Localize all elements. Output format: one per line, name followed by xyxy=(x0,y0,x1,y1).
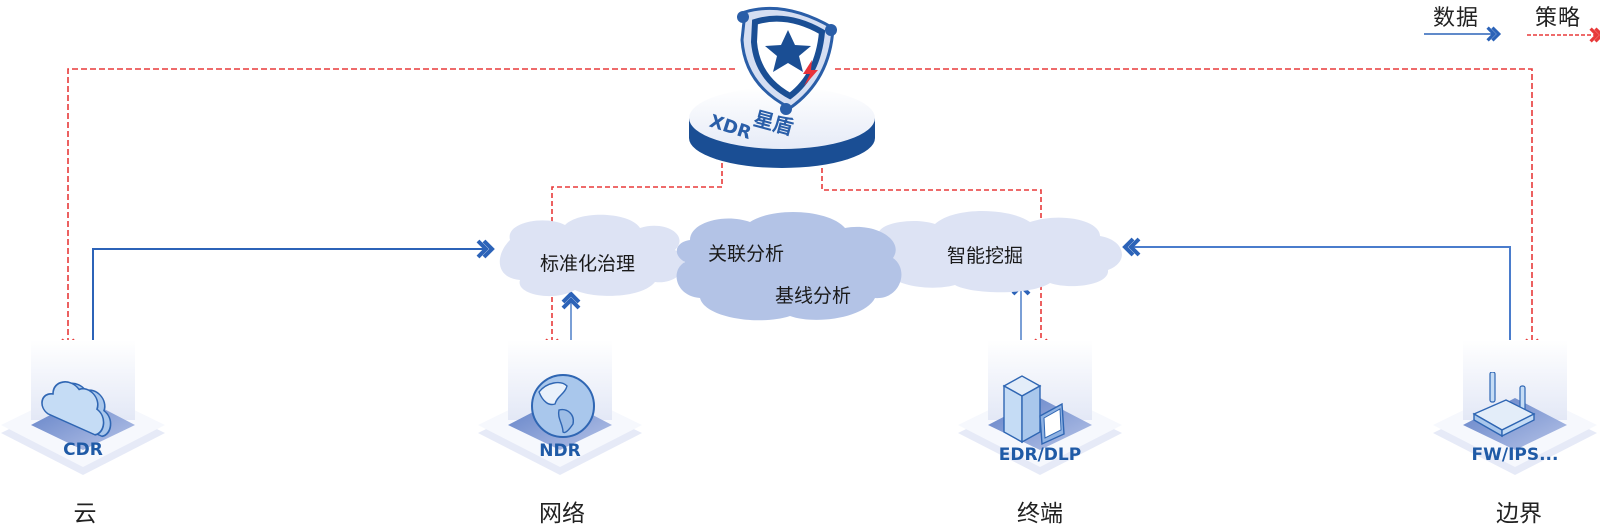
node-product-fw-ips: FW/IPS... xyxy=(1471,445,1559,465)
node-product-cdr: CDR xyxy=(63,440,103,460)
xdr-platform xyxy=(689,87,875,168)
node-product-ndr: NDR xyxy=(539,441,581,461)
cloud-label-correlation: 关联分析 xyxy=(708,243,785,265)
group-label-network: 网络 xyxy=(539,501,585,527)
legend-data-label: 数据 xyxy=(1433,6,1480,31)
cloud-label-standardization: 标准化治理 xyxy=(540,253,636,275)
cloud-mining xyxy=(869,211,1122,293)
cloud-correlation xyxy=(676,211,902,321)
cloud-icon xyxy=(30,365,130,445)
data-line-from-fw xyxy=(1122,237,1511,352)
xdr-shield-icon xyxy=(737,6,837,115)
policy-line-to-cdr xyxy=(60,68,735,354)
globe-icon xyxy=(525,372,605,452)
group-label-cloud: 云 xyxy=(73,501,97,527)
group-label-perimeter: 边界 xyxy=(1496,501,1542,527)
group-label-endpoint: 终端 xyxy=(1017,501,1063,527)
computer-icon xyxy=(1000,372,1090,452)
policy-line-to-fw xyxy=(835,68,1540,354)
node-product-edr-dlp: EDR/DLP xyxy=(998,445,1082,465)
cloud-label-mining: 智能挖掘 xyxy=(947,245,1024,267)
data-line-from-cdr xyxy=(92,239,495,352)
router-icon xyxy=(1470,371,1570,452)
cloud-label-baseline: 基线分析 xyxy=(775,285,852,307)
policy-line-to-edr xyxy=(821,160,1049,354)
cloud-standardization xyxy=(499,214,685,297)
legend-policy-label: 策略 xyxy=(1535,6,1582,31)
